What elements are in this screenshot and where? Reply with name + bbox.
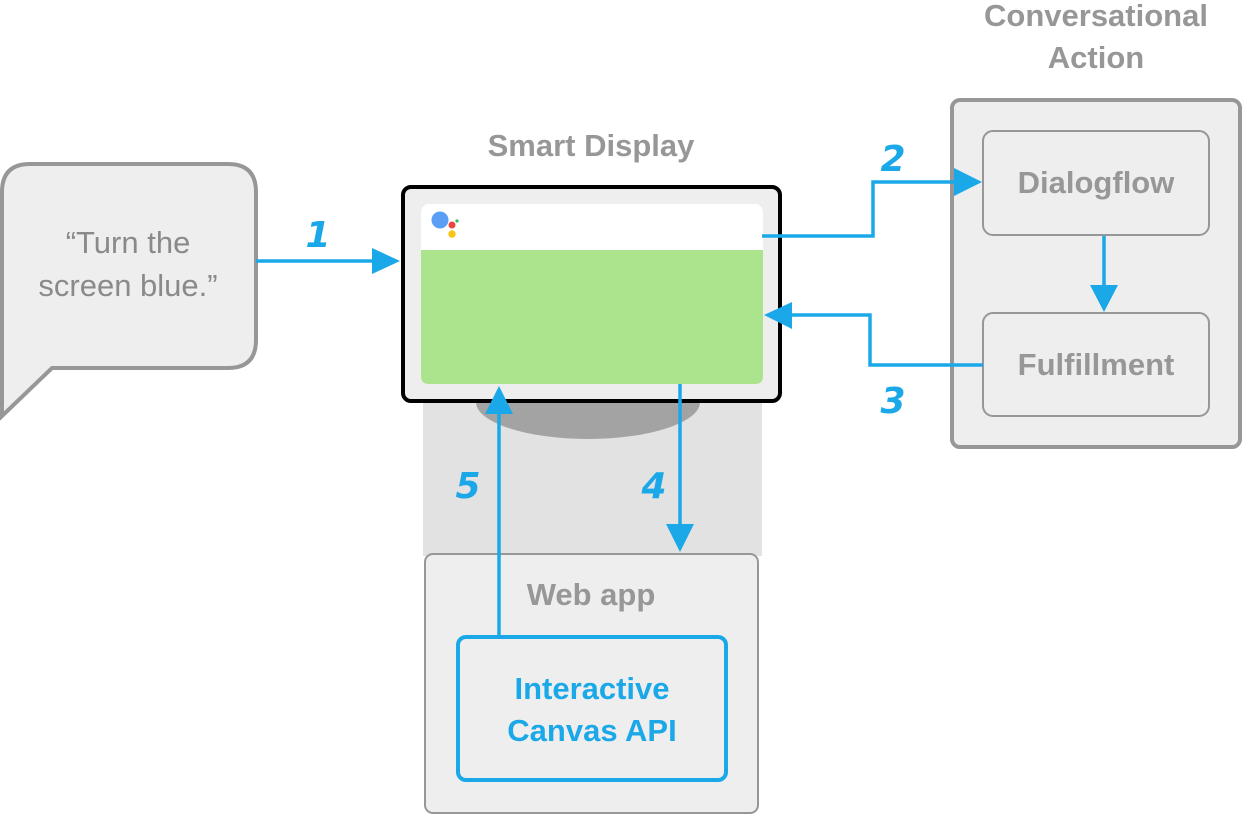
step-number-1: 1 [305, 215, 330, 256]
step-number-5: 5 [455, 466, 480, 507]
arrowhead-step-4 [666, 524, 694, 552]
smart-display-label: Smart Display [488, 128, 696, 163]
interactive-canvas-api-box[interactable]: Interactive Canvas API [456, 635, 728, 782]
arrowhead-dialogflow-to-fulfillment [1090, 285, 1118, 312]
api-label-1: Interactive [514, 671, 669, 706]
step-number-2: 2 [880, 139, 905, 180]
dialogflow-box[interactable]: Dialogflow [982, 130, 1210, 236]
api-label-2: Canvas API [507, 713, 676, 748]
smart-display-device[interactable] [401, 185, 782, 403]
arrowhead-step-2 [954, 168, 982, 196]
arrowhead-step-5 [485, 386, 513, 414]
screen-canvas-area [421, 250, 763, 384]
step-number-4: 4 [640, 466, 666, 507]
conversational-action-label-2: Action [1048, 40, 1144, 75]
fulfillment-box[interactable]: Fulfillment [982, 312, 1210, 417]
arrow-step-2 [762, 180, 956, 238]
arrowhead-step-1 [372, 248, 400, 274]
step-number-3: 3 [880, 381, 905, 422]
speech-line-1: “Turn the [66, 225, 191, 260]
speech-bubble-shape [0, 162, 258, 421]
fulfillment-label: Fulfillment [1018, 347, 1175, 382]
arrow-step-3 [790, 313, 983, 367]
dialogflow-label: Dialogflow [1018, 165, 1176, 200]
user-speech-bubble: “Turn the screen blue.” [0, 162, 258, 421]
speech-line-2: screen blue.” [38, 268, 217, 303]
google-assistant-icon [431, 211, 459, 238]
web-app-label: Web app [527, 577, 656, 612]
arrowhead-step-3 [764, 302, 792, 329]
conversational-action-label-1: Conversational [984, 0, 1208, 33]
